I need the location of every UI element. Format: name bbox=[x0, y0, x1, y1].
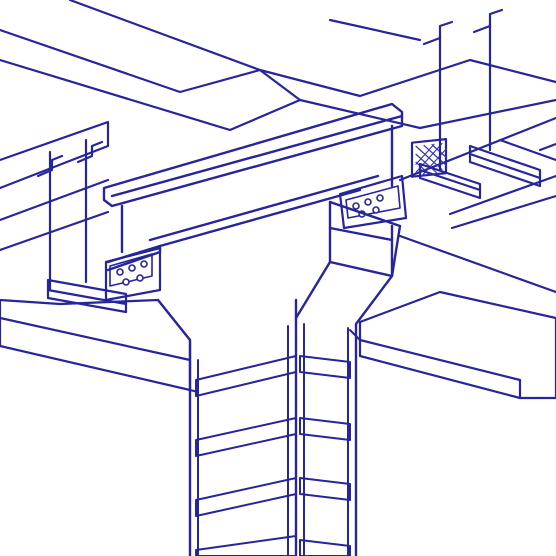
hopper-right-edge bbox=[328, 200, 402, 556]
right-channel-1-edge bbox=[418, 168, 482, 192]
right-bracket-plate bbox=[338, 174, 408, 230]
right-floor-slab bbox=[358, 290, 556, 400]
column-bands bbox=[195, 323, 351, 556]
left-floor-slab bbox=[0, 298, 192, 392]
right-rod-clip-2 bbox=[472, 8, 504, 34]
left-bracket-plate bbox=[104, 246, 162, 302]
right-beam-low bbox=[450, 194, 556, 230]
left-beam-face bbox=[0, 120, 110, 190]
steel-i-beam bbox=[102, 102, 404, 272]
hopper-crease bbox=[328, 260, 394, 278]
ceiling-crease bbox=[258, 68, 302, 102]
ceiling-back-edge-right bbox=[328, 18, 422, 42]
right-beam bbox=[398, 116, 556, 230]
i-beam-web-mid bbox=[148, 174, 380, 242]
hopper-seam bbox=[328, 226, 394, 242]
right-beam-mid bbox=[448, 174, 556, 216]
right-rod-stub bbox=[538, 142, 556, 152]
left-column-frame bbox=[189, 329, 361, 393]
left-hanger-channel bbox=[46, 278, 128, 314]
left-beam-lower-edge bbox=[0, 178, 110, 222]
floor-slabs bbox=[0, 234, 556, 400]
band-left-1 bbox=[195, 355, 297, 397]
band-left-2 bbox=[195, 417, 297, 457]
band-left-4 bbox=[195, 535, 297, 556]
right-channel-2-edge bbox=[468, 152, 542, 180]
left-rod-clip-1 bbox=[36, 154, 64, 178]
hanger-assembly-right bbox=[418, 8, 556, 200]
i-beam-top-flange bbox=[102, 102, 404, 208]
column-joint-2 bbox=[349, 329, 361, 341]
left-rod-clip-2 bbox=[76, 140, 104, 164]
band-left-3 bbox=[195, 477, 297, 517]
ceiling-slab bbox=[0, 0, 556, 132]
ceiling-edge-bottom bbox=[0, 58, 556, 132]
hopper-left-edge bbox=[294, 200, 332, 320]
i-beam-top-flange-edge bbox=[110, 114, 404, 198]
ceiling-edge-top bbox=[0, 28, 556, 98]
left-beam bbox=[0, 120, 110, 252]
column-joint-1 bbox=[189, 389, 199, 393]
column-left-outer-edge bbox=[156, 298, 192, 556]
left-channel-edge bbox=[46, 288, 128, 306]
band-right-4 bbox=[299, 539, 351, 556]
band-right-1 bbox=[299, 355, 351, 379]
right-floor-slab-edge bbox=[358, 338, 522, 382]
left-floor-slab-edge bbox=[0, 316, 192, 362]
band-right-2 bbox=[299, 417, 351, 441]
ceiling-back-edge bbox=[68, 0, 262, 72]
right-beam-end bbox=[498, 138, 556, 162]
band-right-3 bbox=[299, 477, 351, 501]
hanger-assembly-left bbox=[36, 138, 128, 314]
right-hanger-channel-2 bbox=[468, 144, 542, 188]
left-bracket-bolts bbox=[116, 260, 148, 286]
right-rod-clip-1 bbox=[422, 20, 454, 46]
i-beam-bottom-flange bbox=[158, 188, 362, 248]
right-ceiling-line bbox=[398, 234, 556, 294]
right-hanger-channel-1 bbox=[418, 162, 482, 200]
left-beam-bottom bbox=[0, 210, 110, 252]
column-transition bbox=[156, 200, 402, 556]
insulation-block bbox=[410, 138, 448, 178]
